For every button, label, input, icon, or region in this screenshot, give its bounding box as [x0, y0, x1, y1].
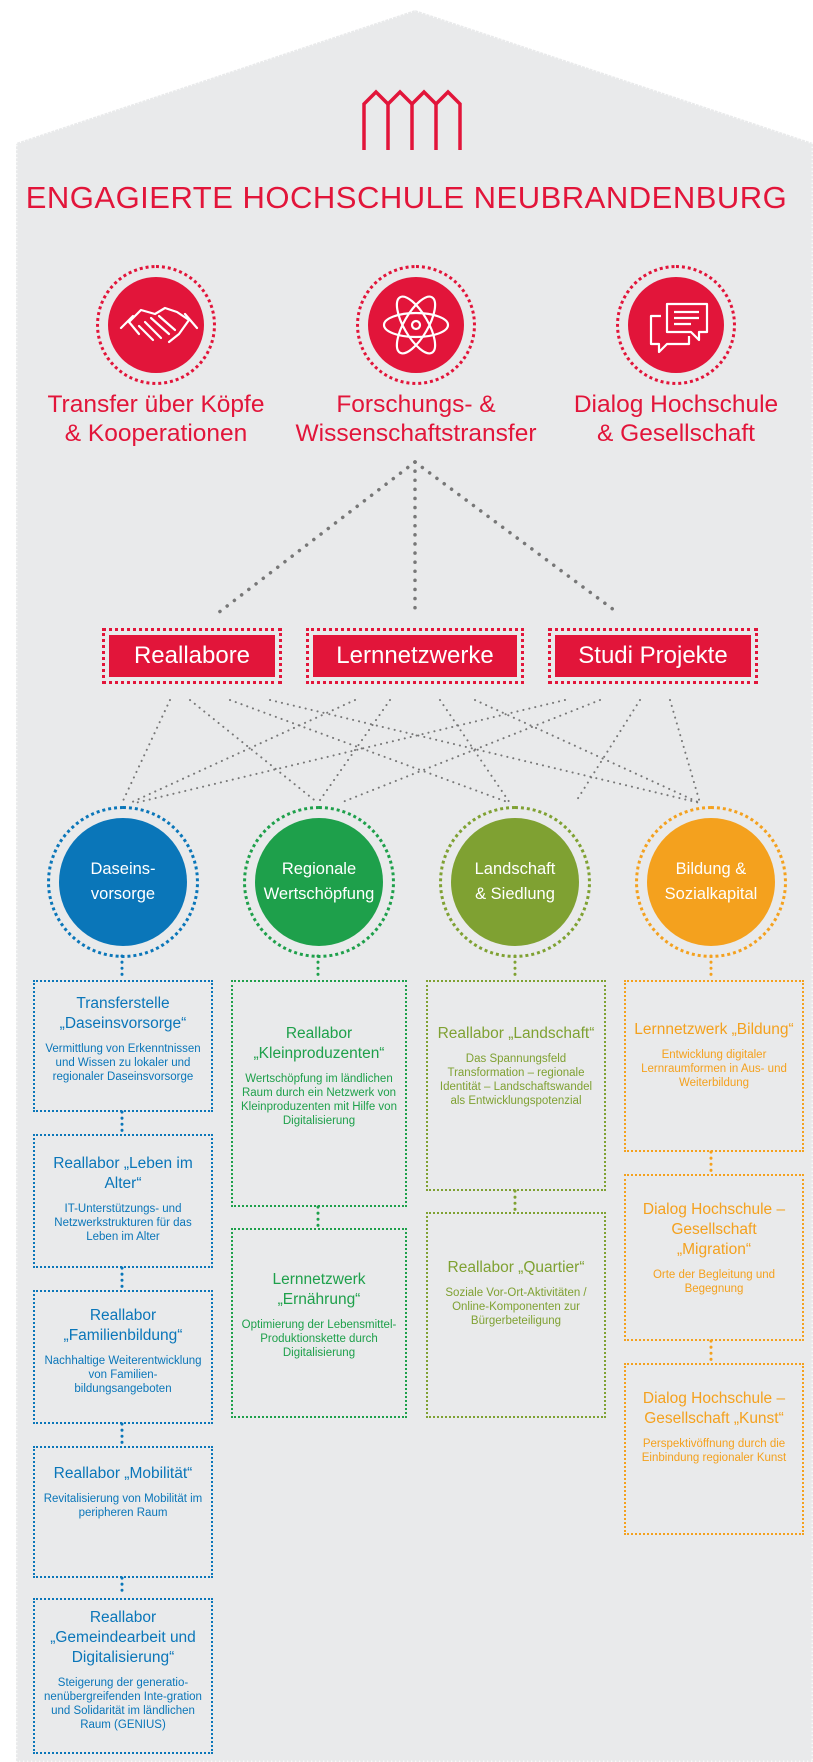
card-dialog-kunst: Dialog Hochschule – Gesellschaft „Kunst“…	[624, 1363, 804, 1535]
card-reallabor-leben-im-alter: Reallabor „Leben im Alter“ IT-Unterstütz…	[33, 1134, 213, 1268]
card-reallabor-kleinproduzenten: Reallabor „Kleinproduzenten“ Wertschöpfu…	[231, 980, 407, 1207]
dialog-pillar-icon	[616, 265, 736, 385]
card-dialog-migration: Dialog Hochschule – Gesellschaft „Migrat…	[624, 1174, 804, 1341]
research-pillar-icon	[356, 265, 476, 385]
handshake-icon	[119, 306, 199, 344]
connector-lines-top	[216, 460, 620, 615]
card-lernnetzwerk-ernaehrung: Lernnetzwerk „Ernährung“ Optimierung der…	[231, 1228, 407, 1418]
pillar-research-label: Forschungs- &Wissenschaftstransfer	[295, 391, 537, 447]
card-reallabor-familienbildung: Reallabor „Familienbildung“ Nachhaltige …	[33, 1290, 213, 1424]
card-reallabor-mobilitaet: Reallabor „Mobilität“ Revitalisierung vo…	[33, 1446, 213, 1578]
card-lernnetzwerk-bildung: Lernnetzwerk „Bildung“ Entwicklung digit…	[624, 980, 804, 1152]
format-studi-projekte: Studi Projekte	[548, 628, 758, 684]
house-shape	[14, 8, 813, 1762]
card-transferstelle-daseinsvorsorge: Transferstelle „Daseinsvorsorge“ Vermitt…	[33, 980, 213, 1112]
hochschule-building-logo	[362, 89, 462, 150]
card-reallabor-quartier: Reallabor „Quartier“ Soziale Vor-Ort-Akt…	[426, 1212, 606, 1418]
page-title: ENGAGIERTE HOCHSCHULE NEUBRANDENBURG	[25, 180, 788, 215]
connector-lines-mesh	[121, 699, 701, 804]
speech-bubbles-icon	[649, 302, 709, 354]
transfer-pillar-icon	[96, 265, 216, 385]
format-reallabore: Reallabore	[102, 628, 282, 684]
format-lernnetzwerke: Lernnetzwerke	[306, 628, 524, 684]
atom-icon	[382, 295, 450, 355]
card-reallabor-landschaft: Reallabor „Landschaft“ Das Spannungsfeld…	[426, 980, 606, 1191]
pillar-transfer-label: Transfer über Köpfe& Kooperationen	[47, 391, 265, 447]
field-landschaft: Landschaft& Siedlung	[439, 806, 591, 958]
field-daseinsvorsorge: Daseins-vorsorge	[47, 806, 199, 958]
field-card-connectors	[120, 954, 713, 1598]
field-bildung: Bildung &Sozialkapital	[635, 806, 787, 958]
pillar-dialog-label: Dialog Hochschule& Gesellschaft	[573, 391, 779, 447]
card-reallabor-gemeindearbeit: Reallabor „Gemeindearbeit und Digitalisi…	[33, 1598, 213, 1754]
